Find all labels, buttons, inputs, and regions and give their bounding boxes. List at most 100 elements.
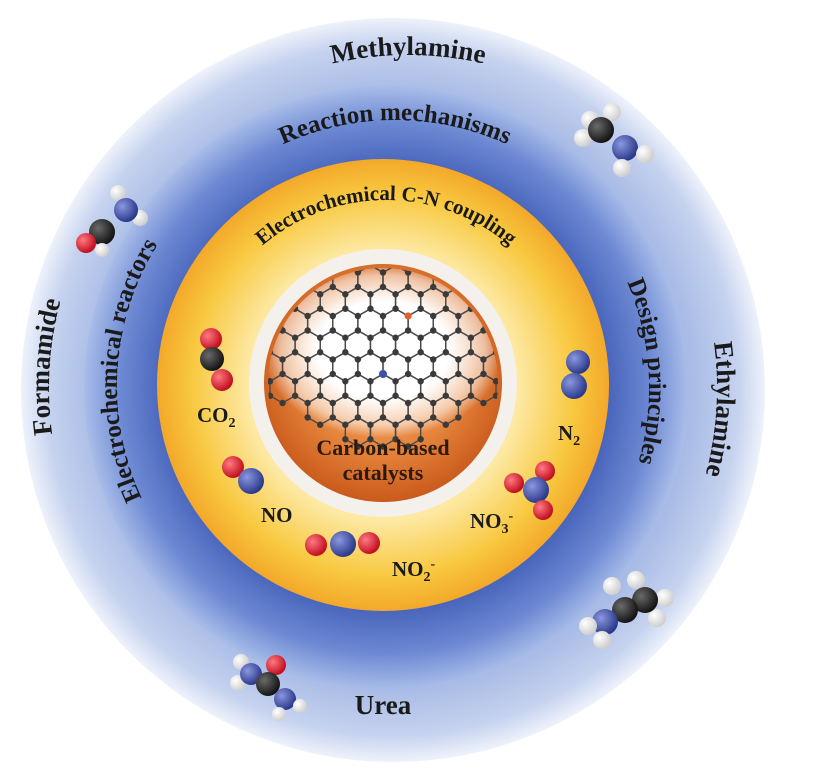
no2-molecule-icon bbox=[305, 531, 380, 557]
graphene-carbon-atom bbox=[354, 327, 362, 334]
graphene-carbon-atom bbox=[442, 421, 449, 428]
graphene-carbon-atom bbox=[379, 414, 387, 421]
graphene-carbon-atom bbox=[367, 291, 374, 298]
graphene-carbon-atom bbox=[317, 378, 324, 385]
species-no3-label: NO3- bbox=[470, 509, 514, 537]
graphene-carbon-atom bbox=[342, 349, 349, 356]
no-molecule-icon bbox=[222, 456, 264, 494]
species-no2-label: NO2- bbox=[392, 557, 436, 585]
graphene-carbon-atom bbox=[442, 392, 449, 399]
graphene-carbon-atom bbox=[342, 392, 349, 399]
graphene-carbon-atom bbox=[430, 414, 437, 421]
graphene-nitrogen-dopant bbox=[379, 370, 387, 378]
graphene-carbon-atom bbox=[354, 370, 362, 378]
graphene-carbon-atom bbox=[354, 443, 362, 450]
graphene-carbon-atom bbox=[379, 312, 387, 320]
graphene-carbon-atom bbox=[430, 327, 437, 334]
core-label-line1: Carbon-based bbox=[316, 435, 449, 460]
graphene-carbon-atom bbox=[392, 334, 399, 341]
graphene-carbon-atom bbox=[442, 349, 449, 356]
graphene-carbon-atom bbox=[417, 349, 424, 356]
graphene-carbon-atom bbox=[379, 327, 387, 334]
graphene-carbon-atom bbox=[354, 399, 362, 407]
graphene-carbon-atom bbox=[480, 399, 487, 407]
graphene-carbon-atom bbox=[417, 334, 424, 341]
graphene-carbon-atom bbox=[317, 349, 324, 356]
graphene-carbon-atom bbox=[304, 414, 311, 421]
graphene-carbon-atom bbox=[291, 392, 299, 399]
graphene-carbon-atom bbox=[342, 378, 349, 385]
graphene-carbon-atom bbox=[417, 436, 424, 443]
graphene-carbon-atom bbox=[430, 399, 437, 407]
graphene-carbon-atom bbox=[442, 305, 449, 312]
graphene-carbon-atom bbox=[492, 378, 498, 385]
graphene-carbon-atom bbox=[329, 327, 336, 334]
graphene-carbon-atom bbox=[417, 305, 424, 312]
graphene-carbon-atom bbox=[317, 334, 324, 341]
graphene-carbon-atom bbox=[442, 334, 449, 341]
graphene-carbon-atom bbox=[317, 291, 324, 298]
species-no-label: NO bbox=[261, 503, 293, 527]
graphene-carbon-atom bbox=[367, 305, 374, 312]
graphene-carbon-atom bbox=[392, 378, 399, 385]
graphene-carbon-atom bbox=[455, 414, 462, 421]
graphene-carbon-atom bbox=[329, 283, 336, 291]
graphene-carbon-atom bbox=[317, 305, 324, 312]
graphene-carbon-atom bbox=[367, 349, 374, 356]
graphene-carbon-atom bbox=[404, 327, 412, 334]
graphene-carbon-atom bbox=[467, 378, 475, 385]
graphene-carbon-atom bbox=[417, 421, 424, 428]
graphene-carbon-atom bbox=[367, 421, 374, 428]
graphene-carbon-atom bbox=[367, 334, 374, 341]
graphene-carbon-atom bbox=[317, 392, 324, 399]
graphene-carbon-atom bbox=[329, 370, 336, 378]
core-label-line2: catalysts bbox=[343, 460, 424, 485]
graphene-carbon-atom bbox=[367, 392, 374, 399]
graphene-carbon-atom bbox=[417, 378, 424, 385]
graphene-carbon-atom bbox=[417, 392, 424, 399]
graphene-carbon-atom bbox=[392, 436, 399, 443]
graphene-carbon-atom bbox=[342, 305, 349, 312]
graphene-carbon-atom bbox=[279, 399, 286, 407]
graphene-carbon-atom bbox=[455, 399, 462, 407]
graphene-carbon-atom bbox=[404, 443, 412, 450]
graphene-carbon-atom bbox=[430, 370, 437, 378]
graphene-oxygen-dopant bbox=[404, 312, 412, 320]
graphene-carbon-atom bbox=[404, 370, 412, 378]
graphene-carbon-atom bbox=[379, 283, 387, 291]
n2-molecule-icon bbox=[561, 350, 590, 399]
graphene-carbon-atom bbox=[430, 312, 437, 320]
graphene-carbon-atom bbox=[304, 356, 311, 363]
graphene-carbon-atom bbox=[354, 312, 362, 320]
graphene-carbon-atom bbox=[354, 414, 362, 421]
graphene-carbon-atom bbox=[404, 399, 412, 407]
graphene-carbon-atom bbox=[342, 291, 349, 298]
graphene-carbon-atom bbox=[455, 312, 462, 320]
graphene-carbon-atom bbox=[379, 269, 387, 276]
graphene-carbon-atom bbox=[279, 356, 286, 363]
graphene-carbon-atom bbox=[455, 356, 462, 363]
graphene-carbon-atom bbox=[480, 370, 487, 378]
graphene-carbon-atom bbox=[442, 291, 449, 298]
graphene-carbon-atom bbox=[379, 356, 387, 363]
co2-molecule-icon bbox=[200, 328, 233, 391]
product-urea-label: Urea bbox=[355, 690, 412, 720]
graphene-carbon-atom bbox=[392, 392, 399, 399]
graphene-carbon-atom bbox=[480, 356, 487, 363]
graphene-carbon-atom bbox=[354, 283, 362, 291]
graphene-carbon-atom bbox=[442, 378, 449, 385]
graphene-carbon-atom bbox=[404, 356, 412, 363]
graphene-carbon-atom bbox=[317, 421, 324, 428]
graphene-carbon-atom bbox=[367, 378, 374, 385]
graphene-carbon-atom bbox=[329, 312, 336, 320]
graphene-carbon-atom bbox=[304, 399, 311, 407]
graphene-carbon-atom bbox=[291, 378, 299, 385]
graphene-carbon-atom bbox=[291, 334, 299, 341]
methylamine-molecule-icon bbox=[574, 103, 654, 177]
graphene-carbon-atom bbox=[268, 378, 274, 385]
graphene-carbon-atom bbox=[467, 392, 475, 399]
species-co2-label: CO2 bbox=[197, 403, 236, 431]
graphene-carbon-atom bbox=[379, 443, 387, 450]
graphene-carbon-atom bbox=[329, 399, 336, 407]
